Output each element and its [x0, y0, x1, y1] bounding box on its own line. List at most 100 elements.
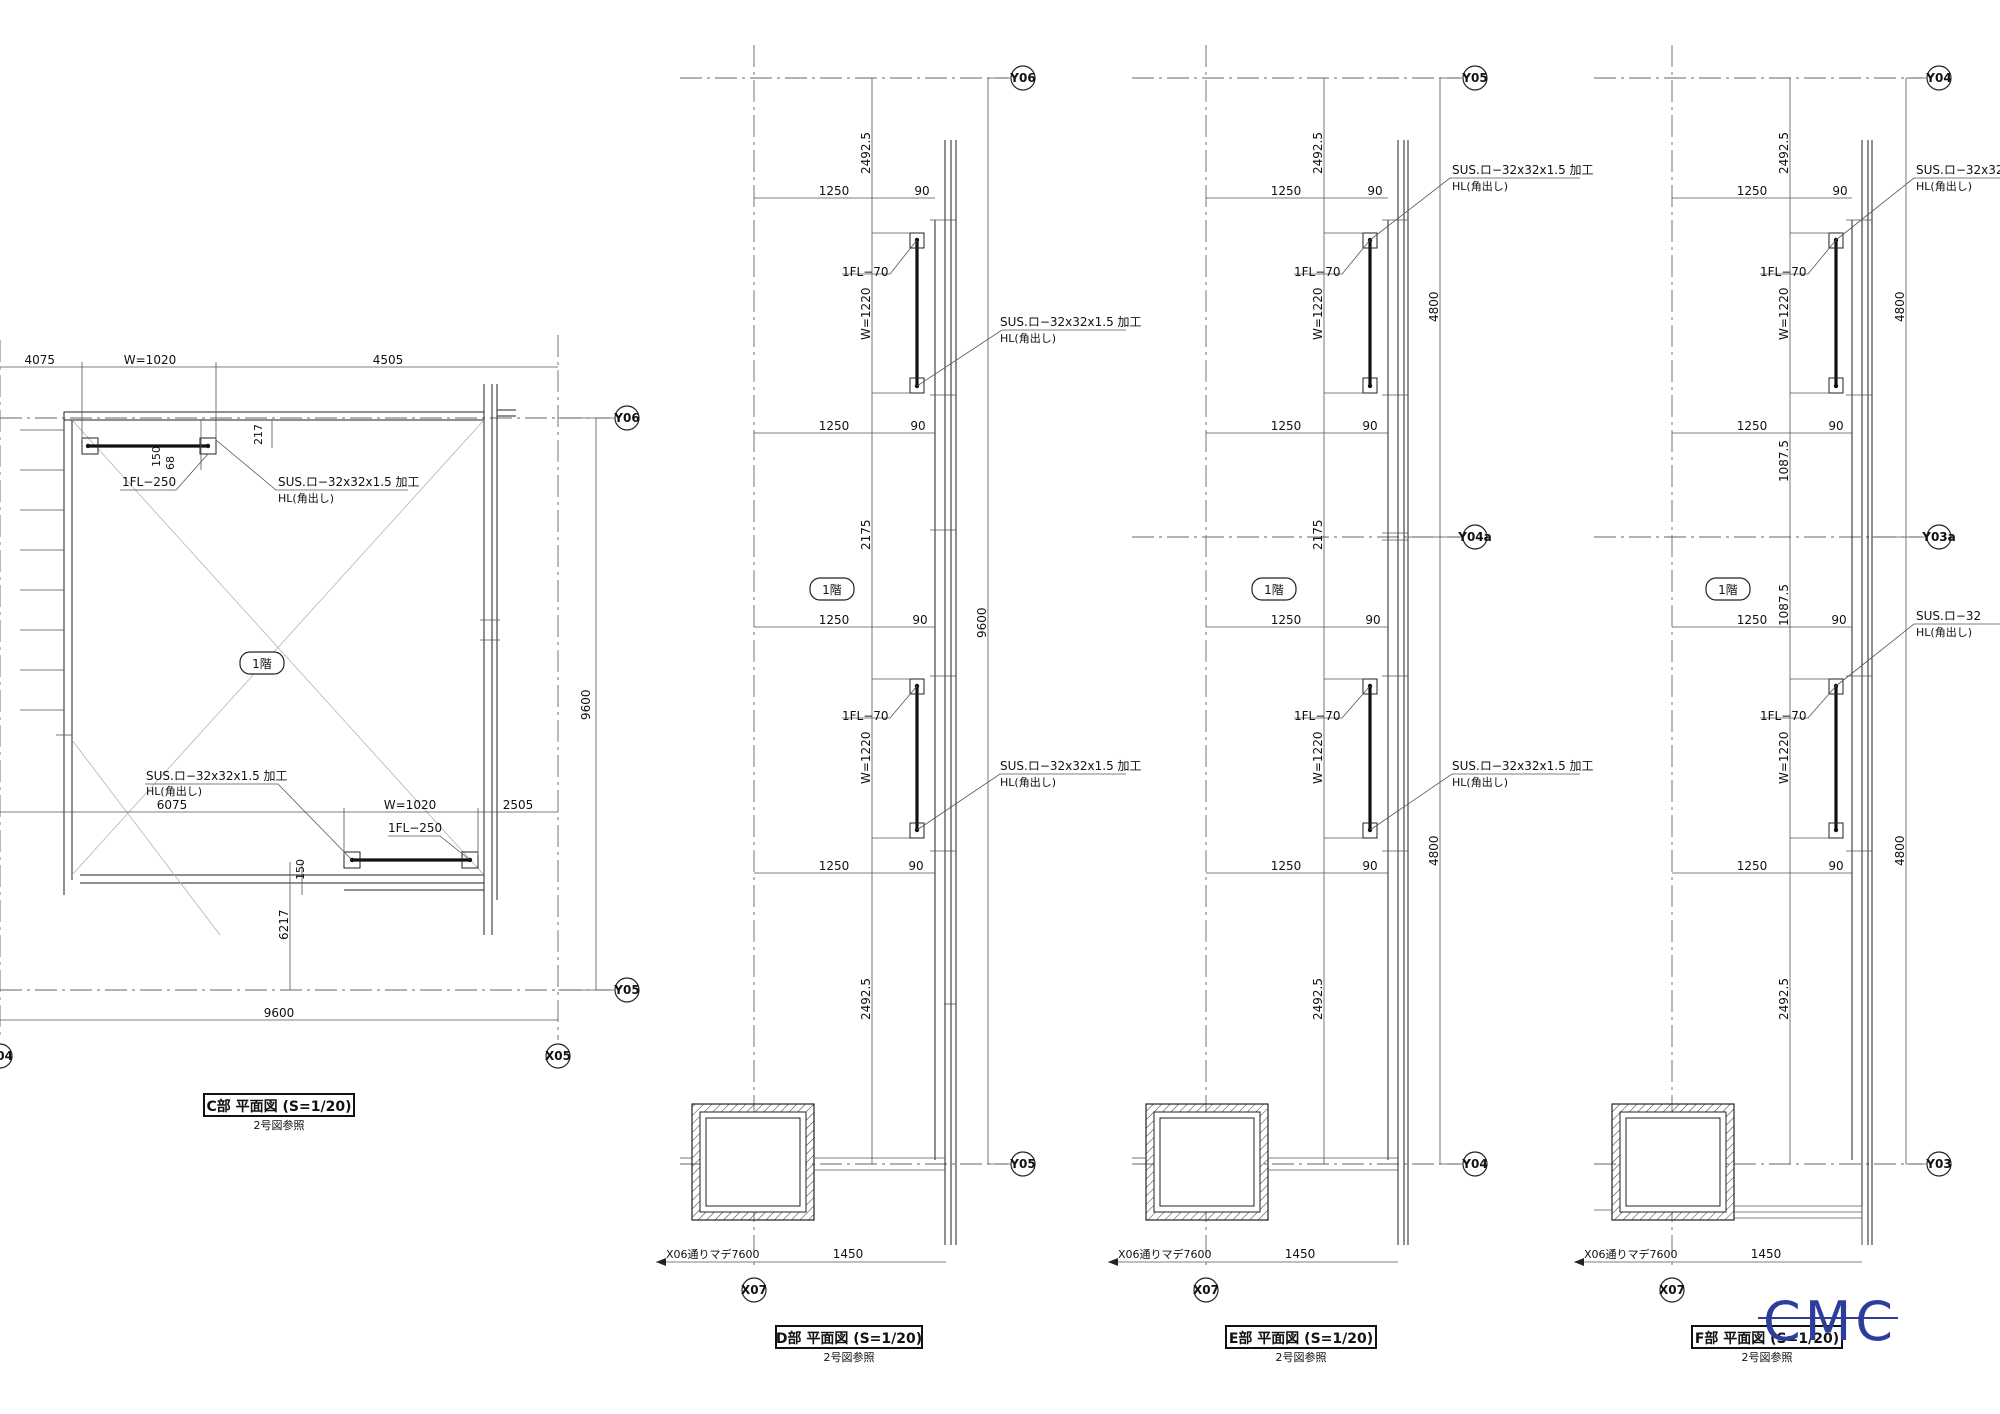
- ref-c: 2号図参照: [254, 1118, 305, 1132]
- dim-d-1450: 1450: [833, 1247, 864, 1261]
- grid-label-x07-d: X07: [741, 1283, 767, 1297]
- dim-f-1250-c: 1250: [1737, 613, 1768, 627]
- dim-150-bottom: 150: [294, 859, 307, 880]
- fl-label-e-bottom: 1FL−70: [1294, 709, 1341, 723]
- fl-label-f-top: 1FL−70: [1760, 265, 1807, 279]
- note-f-bottom-sub: HL(角出し): [1916, 625, 1972, 639]
- note-d-top: SUS.ロ−32x32x1.5 加工: [1000, 315, 1142, 329]
- grid-label-y06-d: Y06: [1009, 71, 1035, 85]
- dim-f-1250-d: 1250: [1737, 859, 1768, 873]
- dim-9600-vertical: 9600: [579, 689, 593, 720]
- grid-label-y03a-f: Y03a: [1921, 530, 1956, 544]
- xref-f: X06通りマデ7600: [1584, 1247, 1678, 1261]
- title-d: D部 平面図 (S=1/20): [776, 1330, 922, 1347]
- dim-w1020-bottom: W=1020: [384, 798, 436, 812]
- dim-d-90-b: 90: [910, 419, 925, 433]
- dim-d-9600: 9600: [975, 607, 989, 638]
- plan-f: 2492.5 1250 90 W=1220 4800 1250 90 1087.…: [1574, 45, 2000, 1364]
- dim-4075: 4075: [24, 353, 55, 367]
- note-e-bottom: SUS.ロ−32x32x1.5 加工: [1452, 759, 1594, 773]
- dim-f-4800-top: 4800: [1893, 291, 1907, 322]
- dim-e-90-a: 90: [1367, 184, 1382, 198]
- dim-f-2492-bottom: 2492.5: [1777, 978, 1791, 1020]
- ref-d: 2号図参照: [824, 1350, 875, 1364]
- dim-d-2175: 2175: [859, 519, 873, 550]
- dim-e-1250-c: 1250: [1271, 613, 1302, 627]
- note-c-bottom: SUS.ロ−32x32x1.5 加工: [146, 769, 288, 783]
- dim-e-4800-top: 4800: [1427, 291, 1441, 322]
- dim-e-90-b: 90: [1362, 419, 1377, 433]
- fl-label-c-bottom: 1FL−250: [388, 821, 442, 835]
- grid-label-x05: X05: [545, 1049, 571, 1063]
- title-c: C部 平面図 (S=1/20): [207, 1098, 352, 1115]
- dim-e-4800-bottom: 4800: [1427, 835, 1441, 866]
- dim-4505: 4505: [373, 353, 404, 367]
- dim-f-w1220-top: W=1220: [1777, 288, 1791, 340]
- grid-label-y04a-e: Y04a: [1457, 530, 1492, 544]
- floor-tag-e: 1階: [1264, 582, 1284, 597]
- ref-e: 2号図参照: [1276, 1350, 1327, 1364]
- dim-d-90-c: 90: [912, 613, 927, 627]
- dim-d-1250-a: 1250: [819, 184, 850, 198]
- dim-e-1250-d: 1250: [1271, 859, 1302, 873]
- handrail-c-top: [81, 437, 217, 455]
- handrail-e-bottom: [1362, 678, 1378, 839]
- dim-d-2492-bottom: 2492.5: [859, 978, 873, 1020]
- handrail-e-top: [1362, 232, 1378, 394]
- grid-label-y05-c: Y05: [613, 983, 639, 997]
- dim-d-90-a: 90: [914, 184, 929, 198]
- handrail-c-bottom: [343, 851, 479, 869]
- dim-e-w1220-top: W=1220: [1311, 288, 1325, 340]
- note-c-top-sub: HL(角出し): [278, 491, 334, 505]
- dim-6075: 6075: [157, 798, 188, 812]
- dim-d-1250-c: 1250: [819, 613, 850, 627]
- handrail-d-top: [909, 232, 925, 394]
- note-e-top-sub: HL(角出し): [1452, 179, 1508, 193]
- dim-217: 217: [252, 424, 265, 445]
- floor-tag-d: 1階: [822, 582, 842, 597]
- note-c-top: SUS.ロ−32x32x1.5 加工: [278, 475, 420, 489]
- dim-f-90-c: 90: [1831, 613, 1846, 627]
- dim-e-1450: 1450: [1285, 1247, 1316, 1261]
- dim-6217: 6217: [277, 909, 291, 940]
- grid-label-x07-f: X07: [1659, 1283, 1685, 1297]
- dim-f-1450: 1450: [1751, 1247, 1782, 1261]
- cmc-logo: CMC: [1758, 1290, 1898, 1353]
- plan-d: 2492.5 1250 90 W=1220 1250 90 2175 9600 …: [656, 45, 1142, 1364]
- dim-d-1250-d: 1250: [819, 859, 850, 873]
- dim-f-1087-top: 1087.5: [1777, 440, 1791, 482]
- grid-label-x04: X04: [0, 1049, 13, 1063]
- handrail-f-top: [1828, 232, 1844, 394]
- floor-tag-c: 1階: [252, 656, 272, 671]
- cmc-logo-text: CMC: [1763, 1290, 1897, 1353]
- dim-e-90-d: 90: [1362, 859, 1377, 873]
- dim-d-w1220-bottom: W=1220: [859, 732, 873, 784]
- dim-e-2492-bottom: 2492.5: [1311, 978, 1325, 1020]
- dim-d-w1220-top: W=1220: [859, 288, 873, 340]
- grid-label-y04-f: Y04: [1925, 71, 1951, 85]
- dim-e-1250-a: 1250: [1271, 184, 1302, 198]
- dim-e-90-c: 90: [1365, 613, 1380, 627]
- handrail-f-bottom: [1828, 678, 1844, 839]
- dim-f-1250-b: 1250: [1737, 419, 1768, 433]
- dim-f-4800-bottom: 4800: [1893, 835, 1907, 866]
- title-e: E部 平面図 (S=1/20): [1229, 1330, 1373, 1347]
- note-d-top-sub: HL(角出し): [1000, 331, 1056, 345]
- note-f-top-sub: HL(角出し): [1916, 179, 1972, 193]
- dim-d-1250-b: 1250: [819, 419, 850, 433]
- dim-f-2492-top: 2492.5: [1777, 132, 1791, 174]
- dim-2505: 2505: [503, 798, 534, 812]
- fl-label-e-top: 1FL−70: [1294, 265, 1341, 279]
- dim-68: 68: [164, 456, 177, 470]
- dim-150-top: 150: [150, 446, 163, 467]
- xref-e: X06通りマデ7600: [1118, 1247, 1212, 1261]
- dim-e-w1220-bottom: W=1220: [1311, 732, 1325, 784]
- fl-label-c-top: 1FL−250: [122, 475, 176, 489]
- grid-label-x07-e: X07: [1193, 1283, 1219, 1297]
- note-f-top: SUS.ロ−32x32: [1916, 163, 2000, 177]
- title-f: F部 平面図 (S=1/20): [1695, 1330, 1839, 1347]
- dim-f-w1220-bottom: W=1220: [1777, 732, 1791, 784]
- dim-d-2492-top: 2492.5: [859, 132, 873, 174]
- handrail-d-bottom: [909, 678, 925, 839]
- dim-f-1250-a: 1250: [1737, 184, 1768, 198]
